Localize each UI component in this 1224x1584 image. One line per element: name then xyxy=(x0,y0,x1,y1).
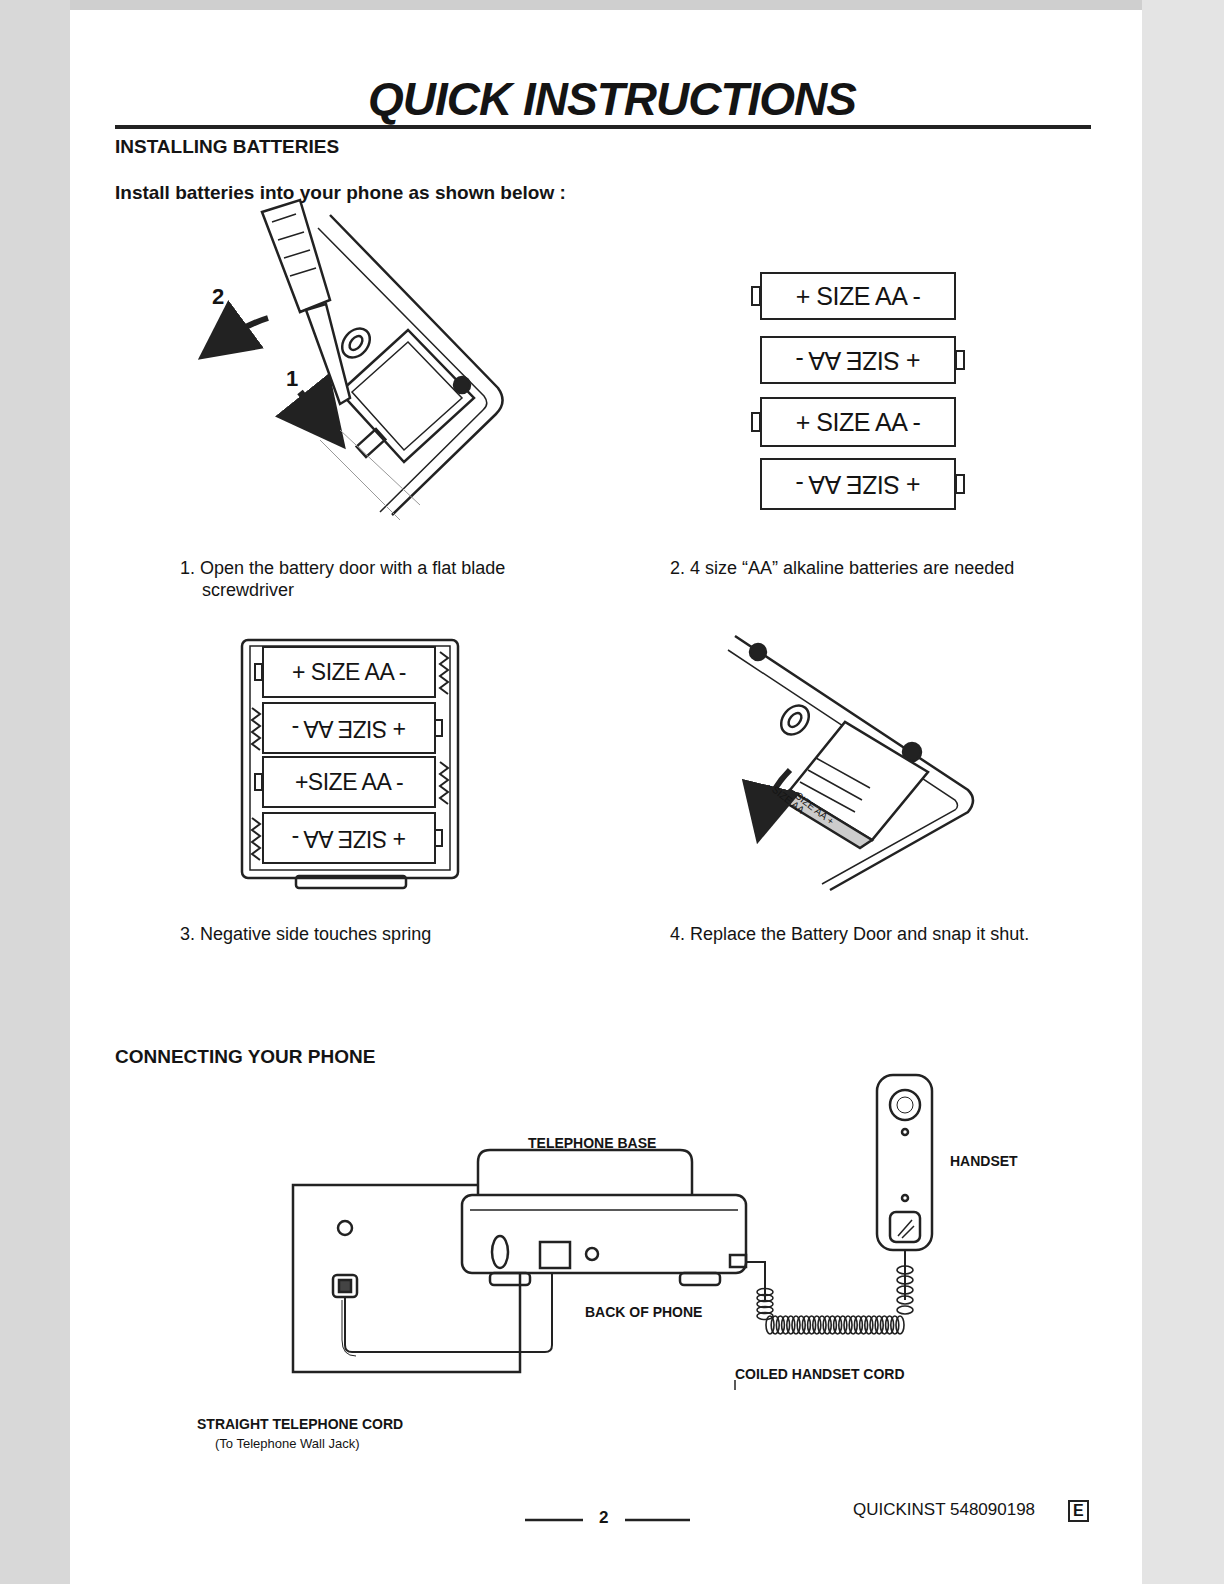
telephone-base xyxy=(462,1195,746,1273)
battery-terminal xyxy=(434,829,443,847)
battery-label: + SIZE AA - xyxy=(796,282,920,311)
battery-label: +SIZE AA - xyxy=(295,769,403,796)
battery-terminal xyxy=(751,412,761,432)
battery-terminal xyxy=(434,719,443,737)
phone-diagram xyxy=(293,1075,932,1372)
scan-edge xyxy=(70,0,1142,10)
battery-box: + SIZE AA - xyxy=(760,272,956,320)
open-door-figure xyxy=(222,200,503,520)
handset xyxy=(877,1075,932,1250)
battery-box: + SIZE AA - xyxy=(262,702,436,754)
battery-box: + SIZE AA - xyxy=(760,458,956,510)
battery-label: + SIZE AA - xyxy=(292,825,406,852)
coiled-cord xyxy=(757,1266,913,1334)
scan-edge xyxy=(0,0,70,1584)
part-label: STRAIGHT TELEPHONE CORD xyxy=(197,1416,403,1433)
callout-number: 2 xyxy=(212,284,224,310)
part-label: COILED HANDSET CORD xyxy=(735,1366,905,1383)
battery-label: + SIZE AA - xyxy=(796,470,920,499)
battery-terminal xyxy=(254,773,263,791)
section-heading: INSTALLING BATTERIES xyxy=(115,136,339,159)
coil-loop xyxy=(897,1296,913,1304)
callout-number: 1 xyxy=(286,366,298,392)
battery-terminal xyxy=(254,663,263,681)
battery-box: + SIZE AA - xyxy=(262,646,436,698)
battery-label: + SIZE AA - xyxy=(796,346,920,375)
instruction-text: Install batteries into your phone as sho… xyxy=(115,182,566,205)
part-label: (To Telephone Wall Jack) xyxy=(215,1436,360,1452)
coil-loop xyxy=(757,1313,773,1320)
coil-loop xyxy=(896,1316,904,1334)
battery-label: + SIZE AA - xyxy=(796,408,920,437)
step-caption: 2. 4 size “AA” alkaline batteries are ne… xyxy=(670,558,1030,580)
battery-label: + SIZE AA - xyxy=(292,659,406,686)
document-code: QUICKINST 548090198 xyxy=(853,1500,1035,1520)
battery-box: + SIZE AA - xyxy=(760,336,956,384)
coil-loop xyxy=(897,1286,913,1294)
step-caption: 4. Replace the Battery Door and snap it … xyxy=(670,924,1060,946)
part-label: TELEPHONE BASE xyxy=(528,1135,656,1152)
step-caption: 3. Negative side touches spring xyxy=(180,924,431,946)
battery-terminal xyxy=(955,350,965,370)
title-rule xyxy=(115,125,1091,129)
coil-loop xyxy=(897,1276,913,1284)
battery-box: + SIZE AA - xyxy=(262,812,436,864)
page-number: 2 xyxy=(599,1508,608,1528)
scan-edge xyxy=(1142,0,1224,1584)
battery-box: + SIZE AA - xyxy=(760,397,956,447)
battery-holder xyxy=(242,640,458,888)
part-label: HANDSET xyxy=(950,1153,1018,1170)
part-label: BACK OF PHONE xyxy=(585,1304,702,1321)
battery-box: +SIZE AA - xyxy=(262,756,436,808)
coil-loop xyxy=(897,1306,913,1314)
page-title: QUICK INSTRUCTIONS xyxy=(0,72,1224,127)
battery-label: + SIZE AA - xyxy=(292,715,406,742)
edition-letter: E xyxy=(1068,1500,1089,1522)
close-door-figure xyxy=(728,636,973,890)
section-heading: CONNECTING YOUR PHONE xyxy=(115,1046,375,1069)
battery-terminal xyxy=(751,286,761,306)
coil-loop xyxy=(897,1266,913,1274)
battery-terminal xyxy=(955,474,965,494)
step-caption: 1. Open the battery door with a flat bla… xyxy=(180,558,535,601)
